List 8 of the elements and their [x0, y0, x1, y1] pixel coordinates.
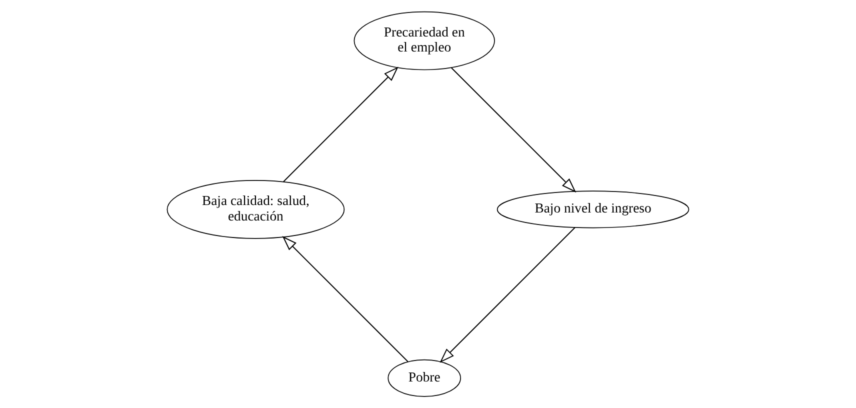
node-ellipse: Precariedad en el empleo [354, 11, 495, 70]
arrow [283, 66, 398, 182]
arrow [282, 236, 408, 362]
node-ellipse: Baja calidad: salud, educación [166, 180, 345, 239]
node-ellipse: Pobre [388, 359, 462, 397]
arrow [440, 227, 576, 363]
node-ellipse: Bajo nivel de ingreso [496, 190, 690, 228]
arrow [451, 68, 576, 193]
